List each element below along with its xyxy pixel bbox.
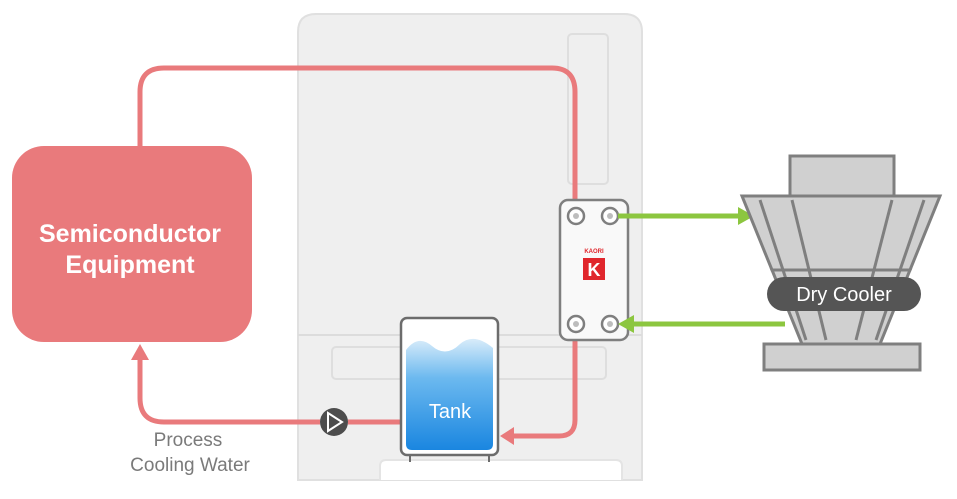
tank-label: Tank — [429, 401, 472, 423]
kaori-logo-letter: K — [588, 260, 601, 280]
cabinet-base-notch — [379, 459, 623, 480]
tank-return-arrowhead — [500, 427, 514, 445]
pump-to-equipment-line — [137, 358, 320, 425]
dry-cooler: Dry Cooler — [739, 154, 943, 372]
equipment-label-line2: Equipment — [65, 251, 195, 279]
process-water-label-line1: Process — [154, 430, 223, 451]
kaori-logo-icon — [583, 258, 605, 280]
cooler-fan-housing — [788, 154, 896, 198]
process-water-label-line2: Cooling Water — [130, 455, 250, 476]
tank-water — [406, 338, 493, 450]
cooler-label: Dry Cooler — [796, 284, 892, 306]
plate-heat-exchanger: KAORI K — [558, 198, 630, 342]
cabinet-vent-panel — [567, 33, 609, 185]
chiller-cabinet — [297, 13, 643, 481]
to-cooler-arrowhead — [738, 207, 754, 225]
pump-icon — [320, 408, 348, 436]
dry-cooler-loop — [618, 207, 785, 333]
process-water-label: Process Cooling Water — [130, 430, 250, 476]
cooler-base — [762, 342, 922, 372]
tank: Tank — [399, 316, 500, 462]
kaori-brand-text: KAORI — [584, 249, 604, 255]
equipment-inlet-arrowhead — [131, 344, 149, 360]
supply-line — [137, 65, 578, 210]
semiconductor-equipment: Semiconductor Equipment — [12, 146, 252, 342]
cooler-label-pill — [767, 277, 921, 311]
return-to-tank-line — [512, 330, 578, 439]
equipment-label-line1: Semiconductor — [39, 220, 221, 248]
from-cooler-arrowhead — [618, 315, 634, 333]
